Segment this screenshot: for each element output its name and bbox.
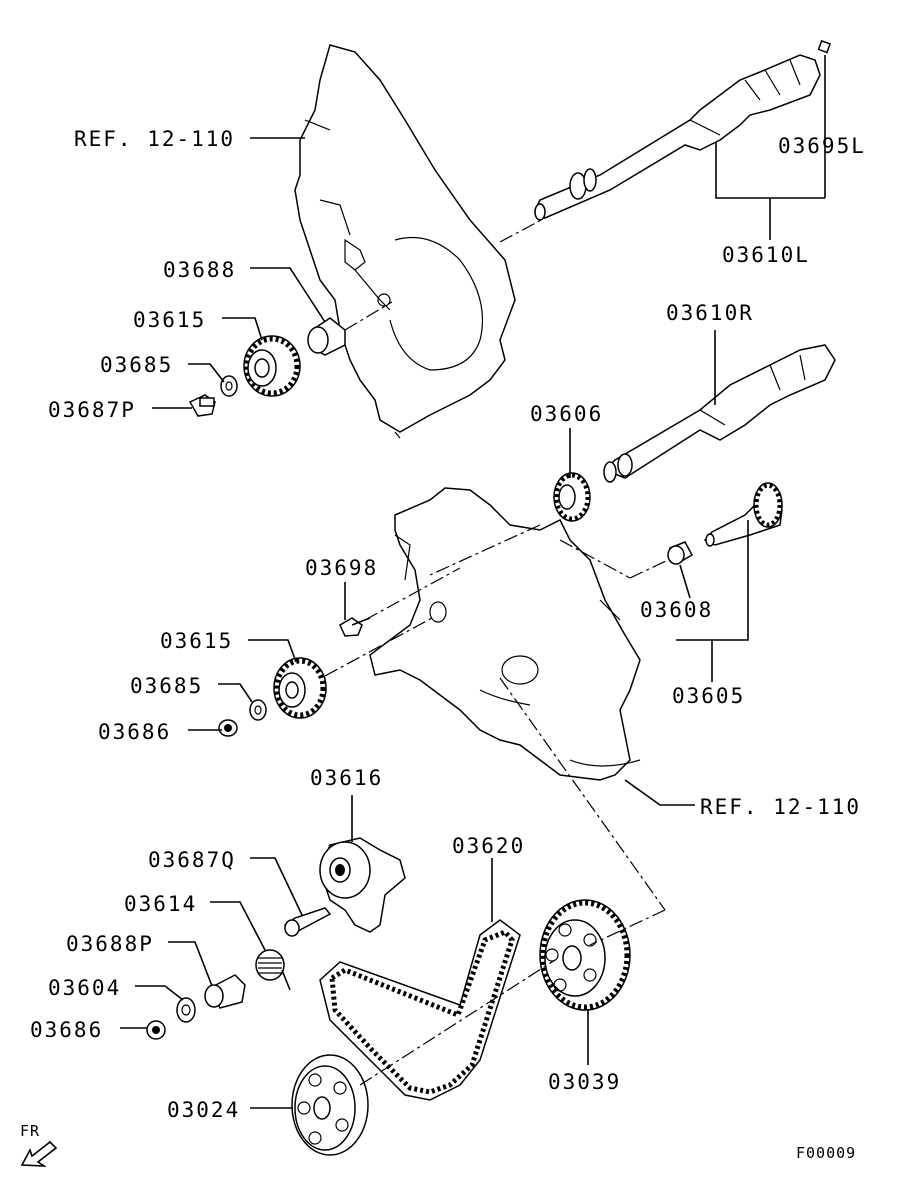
pulley-03024: [291, 1054, 369, 1156]
timing-belt-03620: [319, 919, 521, 1101]
label-03687Q: 03687Q: [148, 848, 236, 872]
label-03606: 03606: [530, 402, 603, 426]
label-03615-top: 03615: [133, 308, 206, 332]
label-03688: 03688: [163, 258, 236, 282]
sprocket-03039: [539, 899, 631, 1011]
label-03604: 03604: [48, 976, 121, 1000]
gear-03606: [553, 472, 591, 522]
bolt-03687P: [188, 394, 216, 417]
washer-03685-middle: [249, 699, 267, 721]
leader-lines: [120, 55, 826, 1109]
label-03608: 03608: [640, 598, 713, 622]
label-03610L: 03610L: [722, 243, 810, 267]
nut-03686-bottom: [146, 1020, 166, 1040]
label-03685-middle: 03685: [130, 674, 203, 698]
label-03615-middle: 03615: [160, 629, 233, 653]
label-03687P: 03687P: [48, 398, 136, 422]
washer-03685-upper: [220, 375, 238, 397]
ref-label-top: REF. 12-110: [74, 127, 235, 151]
bush-03608: [667, 541, 694, 565]
label-03698: 03698: [305, 556, 378, 580]
ref-label-bottom: REF. 12-110: [700, 795, 861, 819]
label-03686-bottom: 03686: [30, 1018, 103, 1042]
bush-03688P: [204, 974, 246, 1009]
idler-pulley-middle: [273, 657, 327, 719]
front-arrow-icon: [20, 1140, 58, 1167]
bolt-03698: [339, 617, 371, 637]
label-03685-top: 03685: [100, 353, 173, 377]
nut-03686-middle: [218, 719, 238, 737]
part-labels: REF. 12-110 03695L 03610L 03610R 03688 0…: [30, 127, 866, 1122]
bolt-03687Q: [284, 907, 332, 937]
label-03024: 03024: [167, 1098, 240, 1122]
label-03688P: 03688P: [66, 932, 154, 956]
label-03610R: 03610R: [666, 301, 754, 325]
label-03616: 03616: [310, 766, 383, 790]
washer-03604: [176, 997, 196, 1023]
front-label: FR: [20, 1122, 40, 1140]
center-lines: [324, 217, 669, 1086]
label-03039: 03039: [548, 1070, 621, 1094]
balance-shaft-right: [603, 344, 836, 483]
label-03605: 03605: [672, 684, 745, 708]
label-03686-middle: 03686: [98, 720, 171, 744]
label-03695L: 03695L: [778, 134, 866, 158]
spring-03614: [255, 949, 291, 991]
shaft-03605: [703, 482, 783, 547]
balance-shaft-left: [534, 39, 832, 221]
upper-engine-case: [294, 44, 516, 439]
label-03614: 03614: [124, 892, 197, 916]
label-03620: 03620: [452, 834, 525, 858]
idler-pulley-upper: [243, 335, 301, 397]
bush-03688: [307, 317, 346, 356]
lower-engine-case: [369, 487, 641, 781]
front-direction-indicator: FR: [20, 1122, 58, 1167]
figure-code: F00009: [796, 1144, 856, 1162]
tensioner-03616: [319, 837, 406, 933]
